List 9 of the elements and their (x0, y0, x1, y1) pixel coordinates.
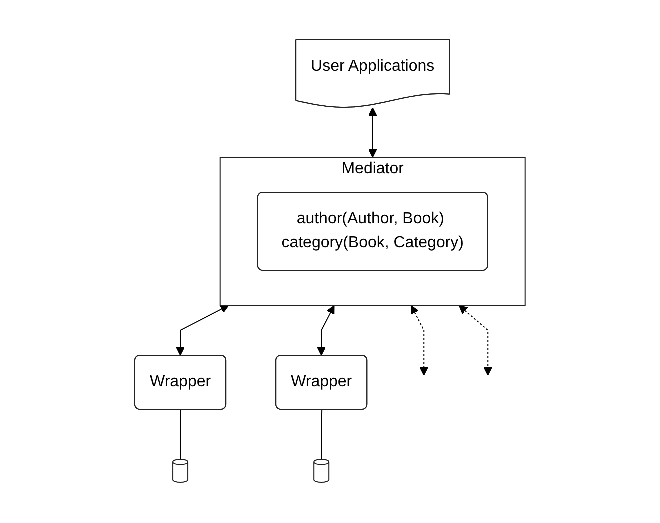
node-cylinder (172, 459, 188, 484)
arrow (368, 108, 378, 158)
arrow (317, 306, 335, 356)
connector (180, 410, 182, 460)
node-cylinder (313, 459, 330, 484)
arrow (458, 306, 492, 376)
arrow (410, 306, 428, 376)
connector (320, 410, 322, 460)
arrow (176, 306, 229, 356)
